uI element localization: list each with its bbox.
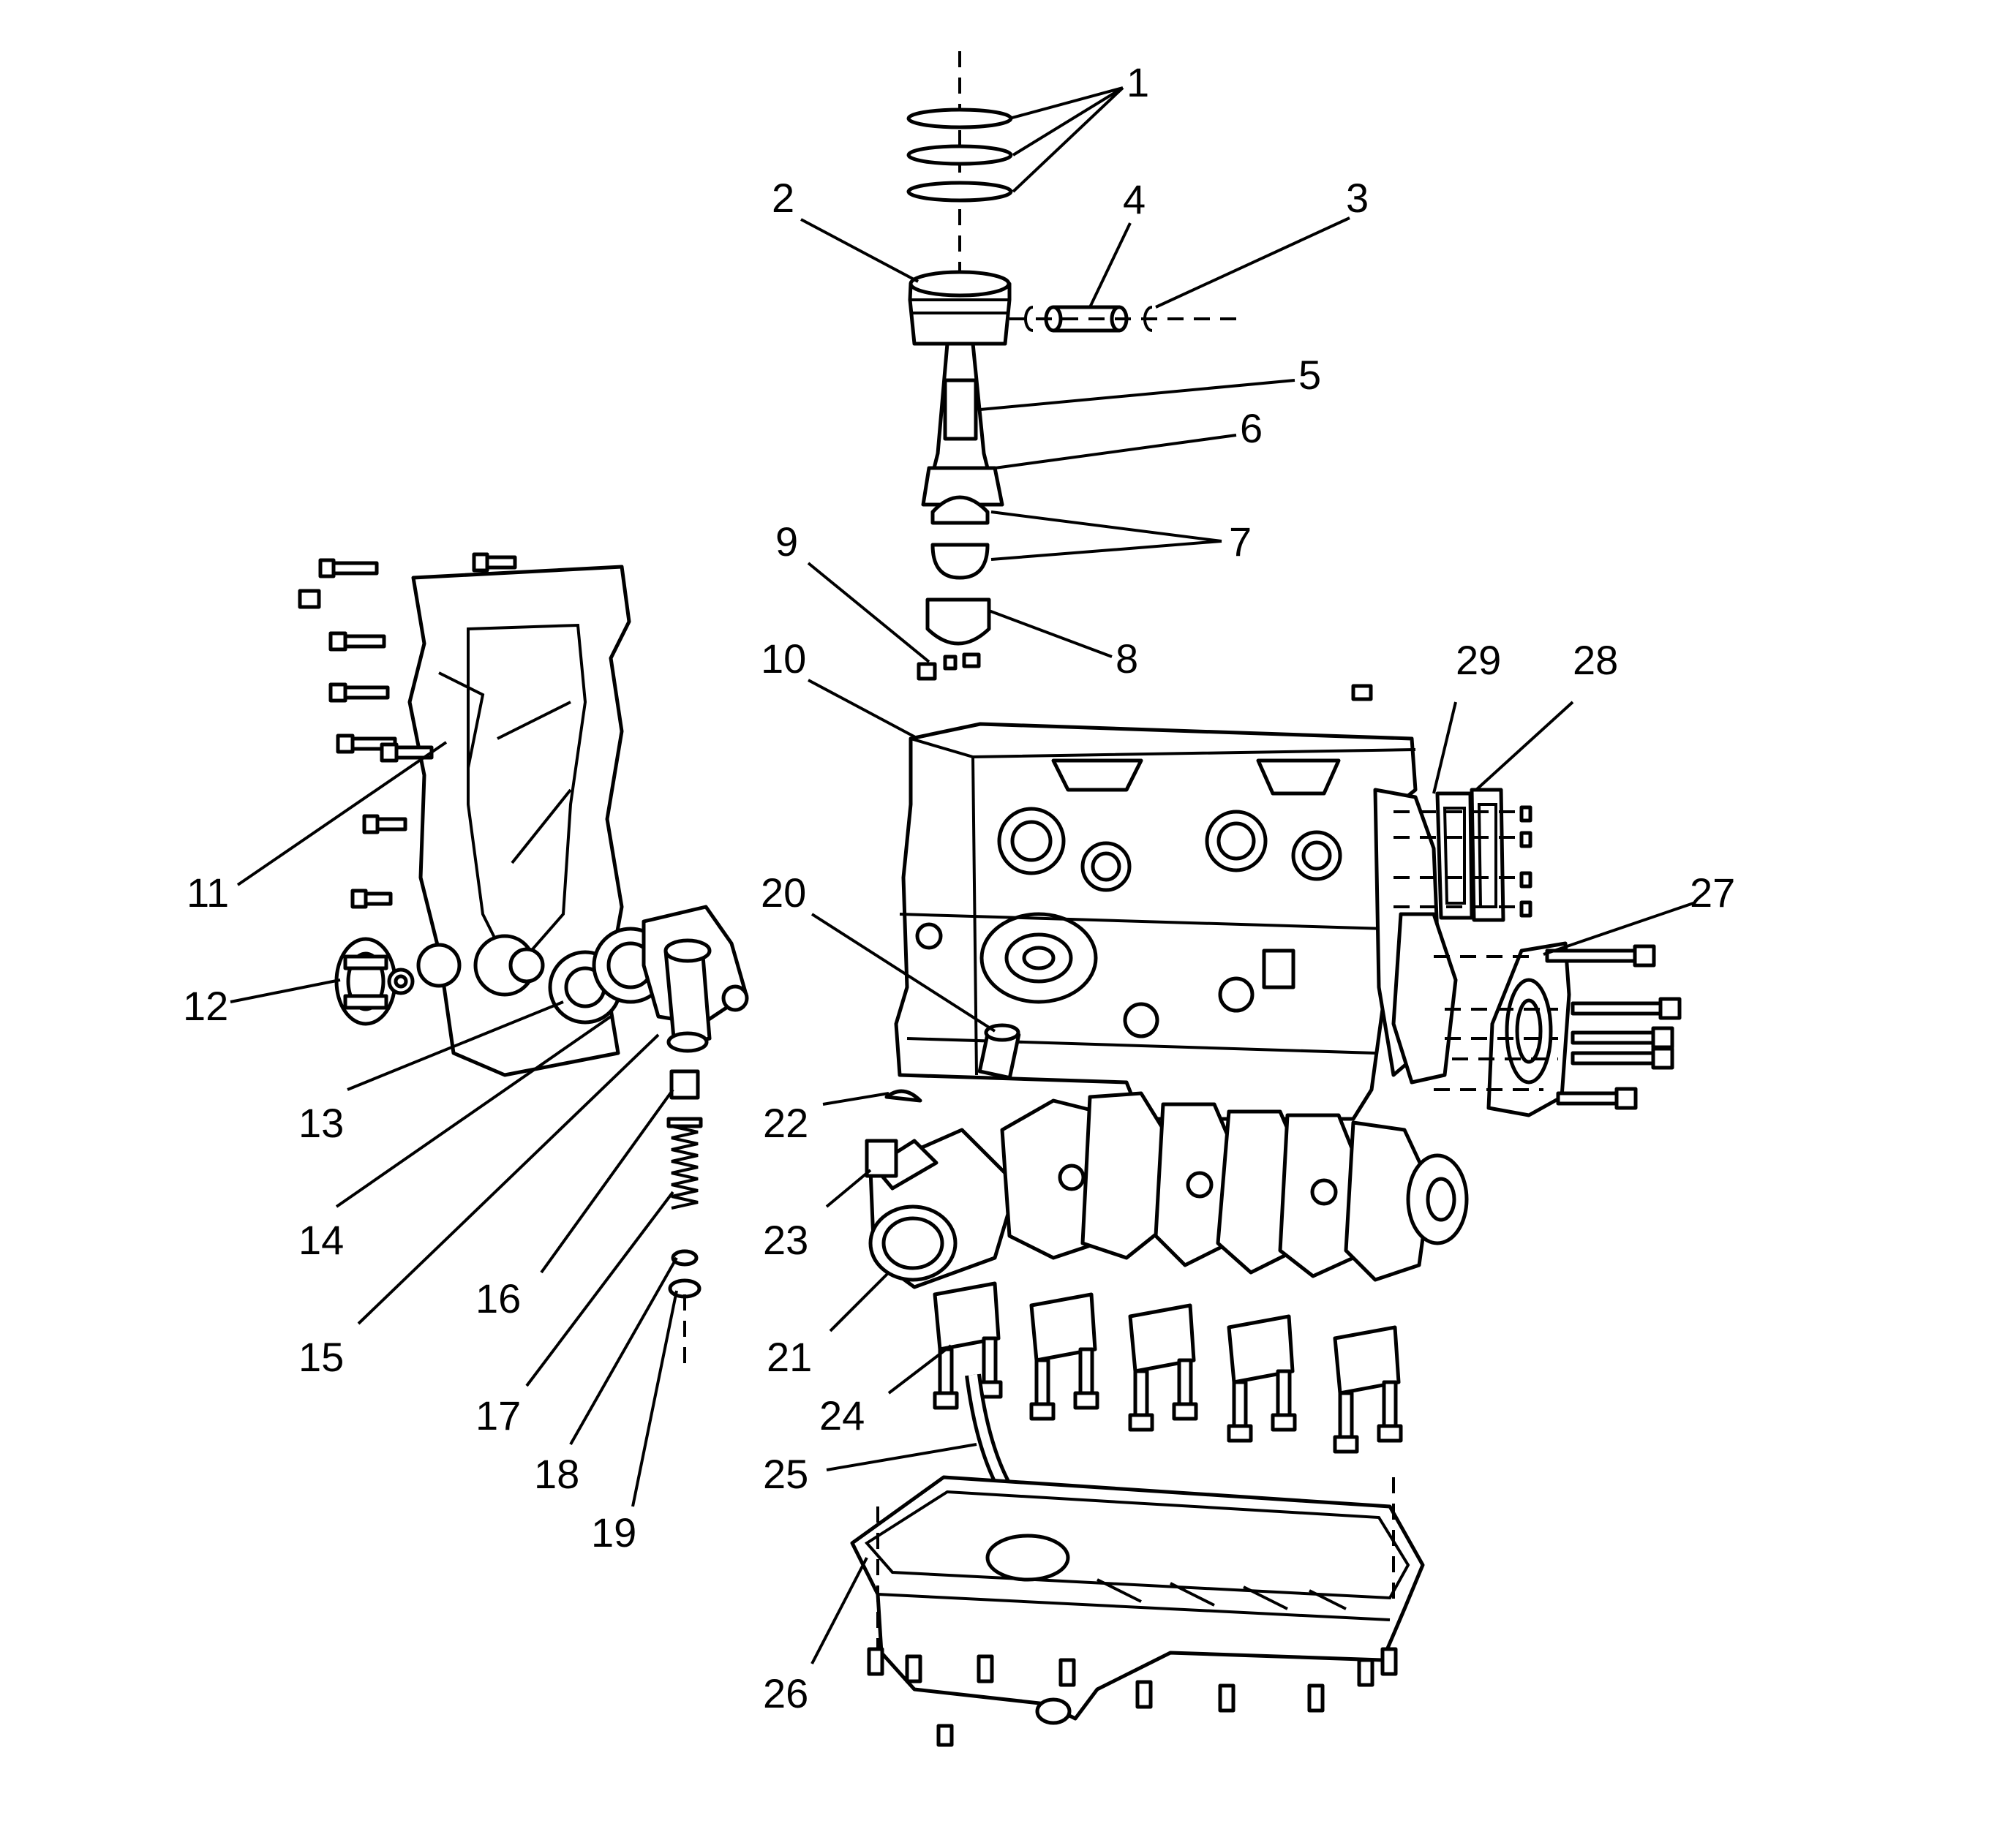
callout-6: 6: [1240, 405, 1263, 451]
callout-10: 10: [761, 636, 806, 682]
callout-7: 7: [1229, 518, 1252, 565]
callout-8: 8: [1116, 636, 1138, 682]
main-cap-4: [1227, 1314, 1297, 1443]
callout-22: 22: [763, 1100, 808, 1146]
callout-15: 15: [298, 1334, 344, 1380]
crank-seal: [334, 937, 415, 1026]
crankshaft: [1000, 1091, 1469, 1282]
main-bearing-caps: [933, 1281, 1403, 1454]
oil-pump: [548, 905, 749, 1053]
engine-block: [894, 722, 1440, 1121]
piston-rings: [906, 108, 1013, 203]
piston-pin: [1009, 305, 1236, 333]
callout-19: 19: [591, 1509, 636, 1555]
callout-21: 21: [767, 1334, 812, 1380]
rear-housing-bolts: [1434, 944, 1682, 1110]
callout-5: 5: [1298, 352, 1321, 398]
side-gaskets: [1393, 788, 1532, 922]
front-cover-bolts: [298, 552, 517, 909]
callout-14: 14: [298, 1217, 344, 1263]
callout-3: 3: [1346, 175, 1369, 221]
woodruff-key: [884, 1089, 922, 1103]
callout-12: 12: [183, 983, 228, 1029]
oil-pan: [850, 1475, 1425, 1725]
callout-24: 24: [819, 1392, 865, 1438]
callout-20: 20: [761, 870, 806, 916]
dowel-pins: [917, 652, 1373, 701]
leader-lines: [230, 86, 1694, 1664]
oil-filter: [865, 1128, 1019, 1289]
callout-28: 28: [1573, 637, 1618, 683]
main-cap-2: [1029, 1292, 1099, 1421]
callout-1: 1: [1127, 59, 1149, 105]
rear-cover-area: [1391, 912, 1458, 1085]
callout-23: 23: [763, 1217, 808, 1263]
relief-valve: [666, 1069, 703, 1368]
callout-18: 18: [534, 1451, 579, 1497]
callout-16: 16: [475, 1275, 521, 1321]
piston: [908, 270, 1012, 346]
callout-11: 11: [187, 870, 229, 916]
callout-4: 4: [1123, 176, 1146, 222]
rod-bearings: [930, 495, 990, 580]
callout-29: 29: [1456, 637, 1501, 683]
oil-pan-bolts: [867, 1647, 1398, 1747]
callout-2: 2: [772, 175, 794, 221]
rear-seal-housing: [1486, 941, 1571, 1117]
callout-17: 17: [475, 1392, 521, 1438]
connecting-rod: [921, 342, 1004, 507]
piston-rod-assembly: [906, 51, 1236, 646]
rod-cap: [925, 597, 991, 646]
callout-13: 13: [298, 1100, 344, 1146]
callout-27: 27: [1690, 870, 1735, 916]
callout-labels: 1 2 3 4 5 6 7 8 9 10 11 12 13 14 15 16 1…: [183, 59, 1735, 1716]
callout-9: 9: [775, 518, 798, 565]
callout-25: 25: [763, 1451, 808, 1497]
main-cap-5: [1333, 1325, 1403, 1454]
main-cap-3: [1128, 1303, 1198, 1432]
callout-26: 26: [763, 1670, 808, 1716]
oil-filter-adapter: [977, 1023, 1021, 1080]
